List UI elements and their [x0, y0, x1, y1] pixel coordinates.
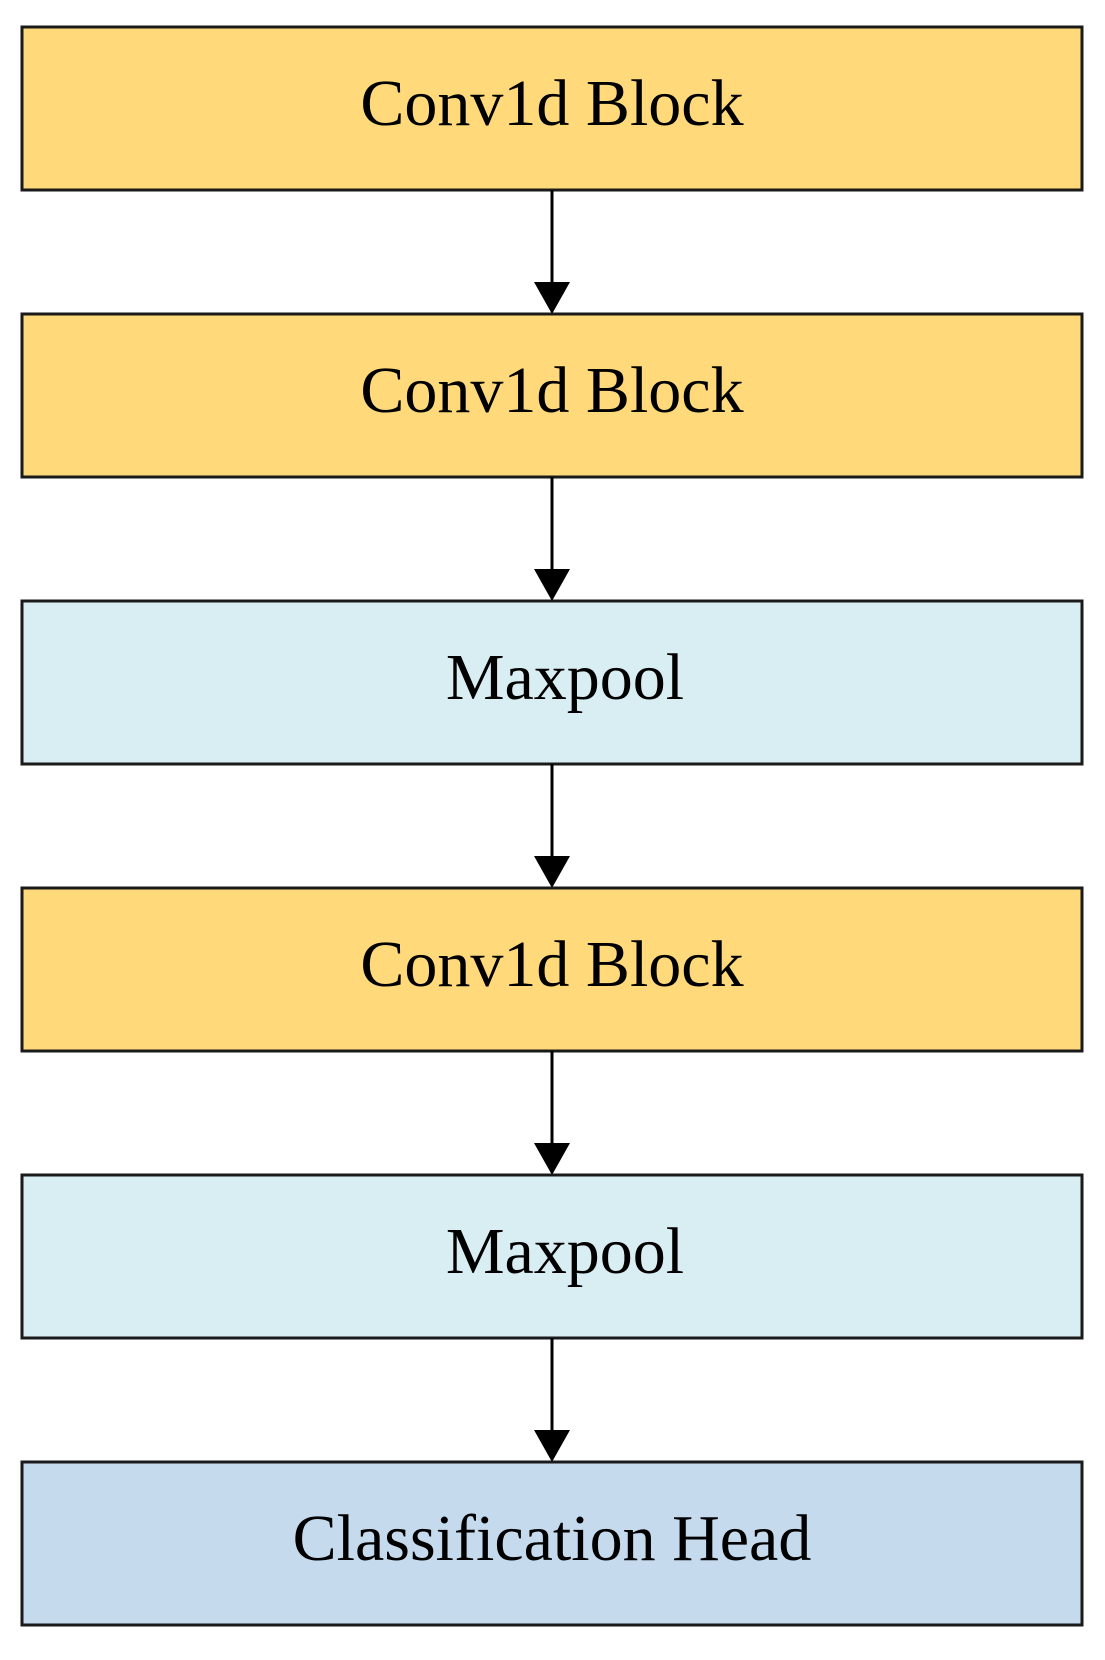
arrowhead-icon: [534, 856, 570, 888]
arrow-4: [534, 1051, 570, 1175]
arrow-2: [534, 477, 570, 601]
block-conv1d-2: Conv1d Block: [20, 312, 1084, 479]
arrow-3: [534, 764, 570, 888]
block-maxpool-1: Maxpool: [20, 599, 1084, 766]
arrowhead-icon: [534, 569, 570, 601]
block-conv1d-3: Conv1d Block: [20, 886, 1084, 1053]
arrowhead-icon: [534, 282, 570, 314]
arrow-1: [534, 190, 570, 314]
arrowhead-icon: [534, 1430, 570, 1462]
block-label: Maxpool: [446, 1215, 684, 1288]
block-label: Classification Head: [293, 1502, 812, 1575]
block-label: Conv1d Block: [360, 67, 743, 140]
block-label: Conv1d Block: [360, 354, 743, 427]
arrow-5: [534, 1338, 570, 1462]
block-classification-head: Classification Head: [20, 1460, 1084, 1627]
arrowhead-icon: [534, 1143, 570, 1175]
block-conv1d-1: Conv1d Block: [20, 25, 1084, 192]
block-maxpool-2: Maxpool: [20, 1173, 1084, 1340]
block-label: Conv1d Block: [360, 928, 743, 1001]
block-label: Maxpool: [446, 641, 684, 714]
